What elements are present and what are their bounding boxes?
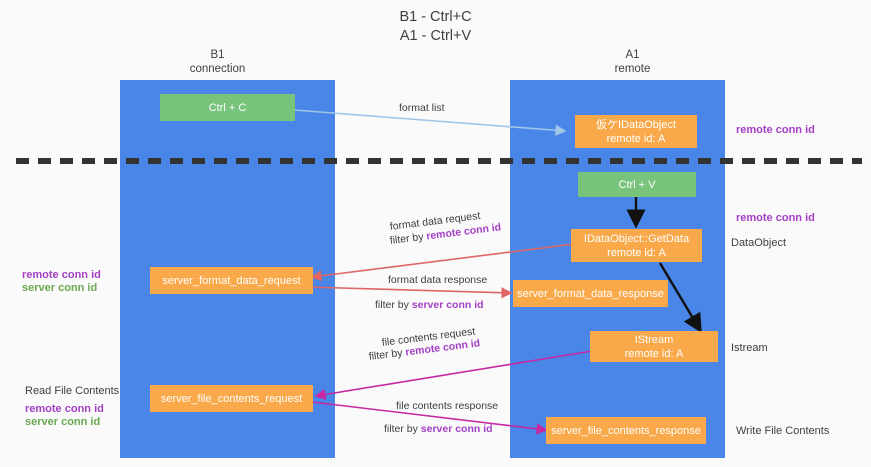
- annotation-left-server-conn-id: server conn id: [22, 282, 98, 294]
- node-server-file-contents-request[interactable]: server_file_contents_request: [150, 385, 313, 412]
- annotation-remote-conn-id-top: remote conn id: [736, 124, 815, 136]
- node-server-file-contents-response[interactable]: server_file_contents_response: [546, 417, 706, 444]
- filter-key-server-conn-id: server conn id: [411, 299, 484, 311]
- annotation-left-remote-conn-id-2: remote conn id: [25, 403, 104, 415]
- edge-label-format-list: format list: [399, 102, 445, 114]
- node-idataobject-create[interactable]: 仮ケIDataObject remote id: A: [575, 115, 697, 148]
- node-istream[interactable]: IStream remote id: A: [590, 331, 718, 362]
- node-ctrl-v[interactable]: Ctrl + V: [578, 172, 696, 197]
- filter-prefix: filter by: [375, 299, 412, 311]
- arrow-format-data-response: [305, 286, 513, 299]
- page-title: B1 - Ctrl+C A1 - Ctrl+V: [399, 9, 472, 44]
- annotation-read-file-contents: Read File Contents: [25, 385, 120, 397]
- edge-label-file-contents-response: file contents response: [396, 400, 499, 412]
- annotation-istream: Istream: [731, 342, 768, 354]
- annotation-dataobject: DataObject: [731, 237, 787, 249]
- column-header-b1: B1 connection: [189, 49, 246, 75]
- filter-prefix: filter by: [384, 423, 421, 435]
- filter-key-server-conn-id: server conn id: [420, 423, 493, 435]
- edge-label-format-data-response-filter: filter by server conn id: [375, 298, 484, 312]
- node-idataobject-getdata[interactable]: IDataObject::GetData remote id: A: [571, 229, 702, 262]
- annotation-write-file-contents: Write File Contents: [736, 425, 830, 437]
- column-header-a1: A1 remote: [614, 49, 651, 75]
- filter-prefix: filter by: [368, 346, 407, 363]
- node-ctrl-c[interactable]: Ctrl + C: [160, 94, 295, 121]
- filter-prefix: filter by: [389, 230, 428, 247]
- node-server-format-data-request[interactable]: server_format_data_request: [150, 267, 313, 294]
- edge-label-format-data-response: format data response: [388, 274, 488, 286]
- annotation-left-remote-conn-id: remote conn id: [22, 269, 101, 281]
- node-server-format-data-response[interactable]: server_format_data_response: [513, 280, 668, 307]
- annotation-left-server-conn-id-2: server conn id: [25, 416, 101, 428]
- annotation-remote-conn-id-mid: remote conn id: [736, 212, 815, 224]
- edge-label-file-contents-response-filter: filter by server conn id: [384, 422, 493, 436]
